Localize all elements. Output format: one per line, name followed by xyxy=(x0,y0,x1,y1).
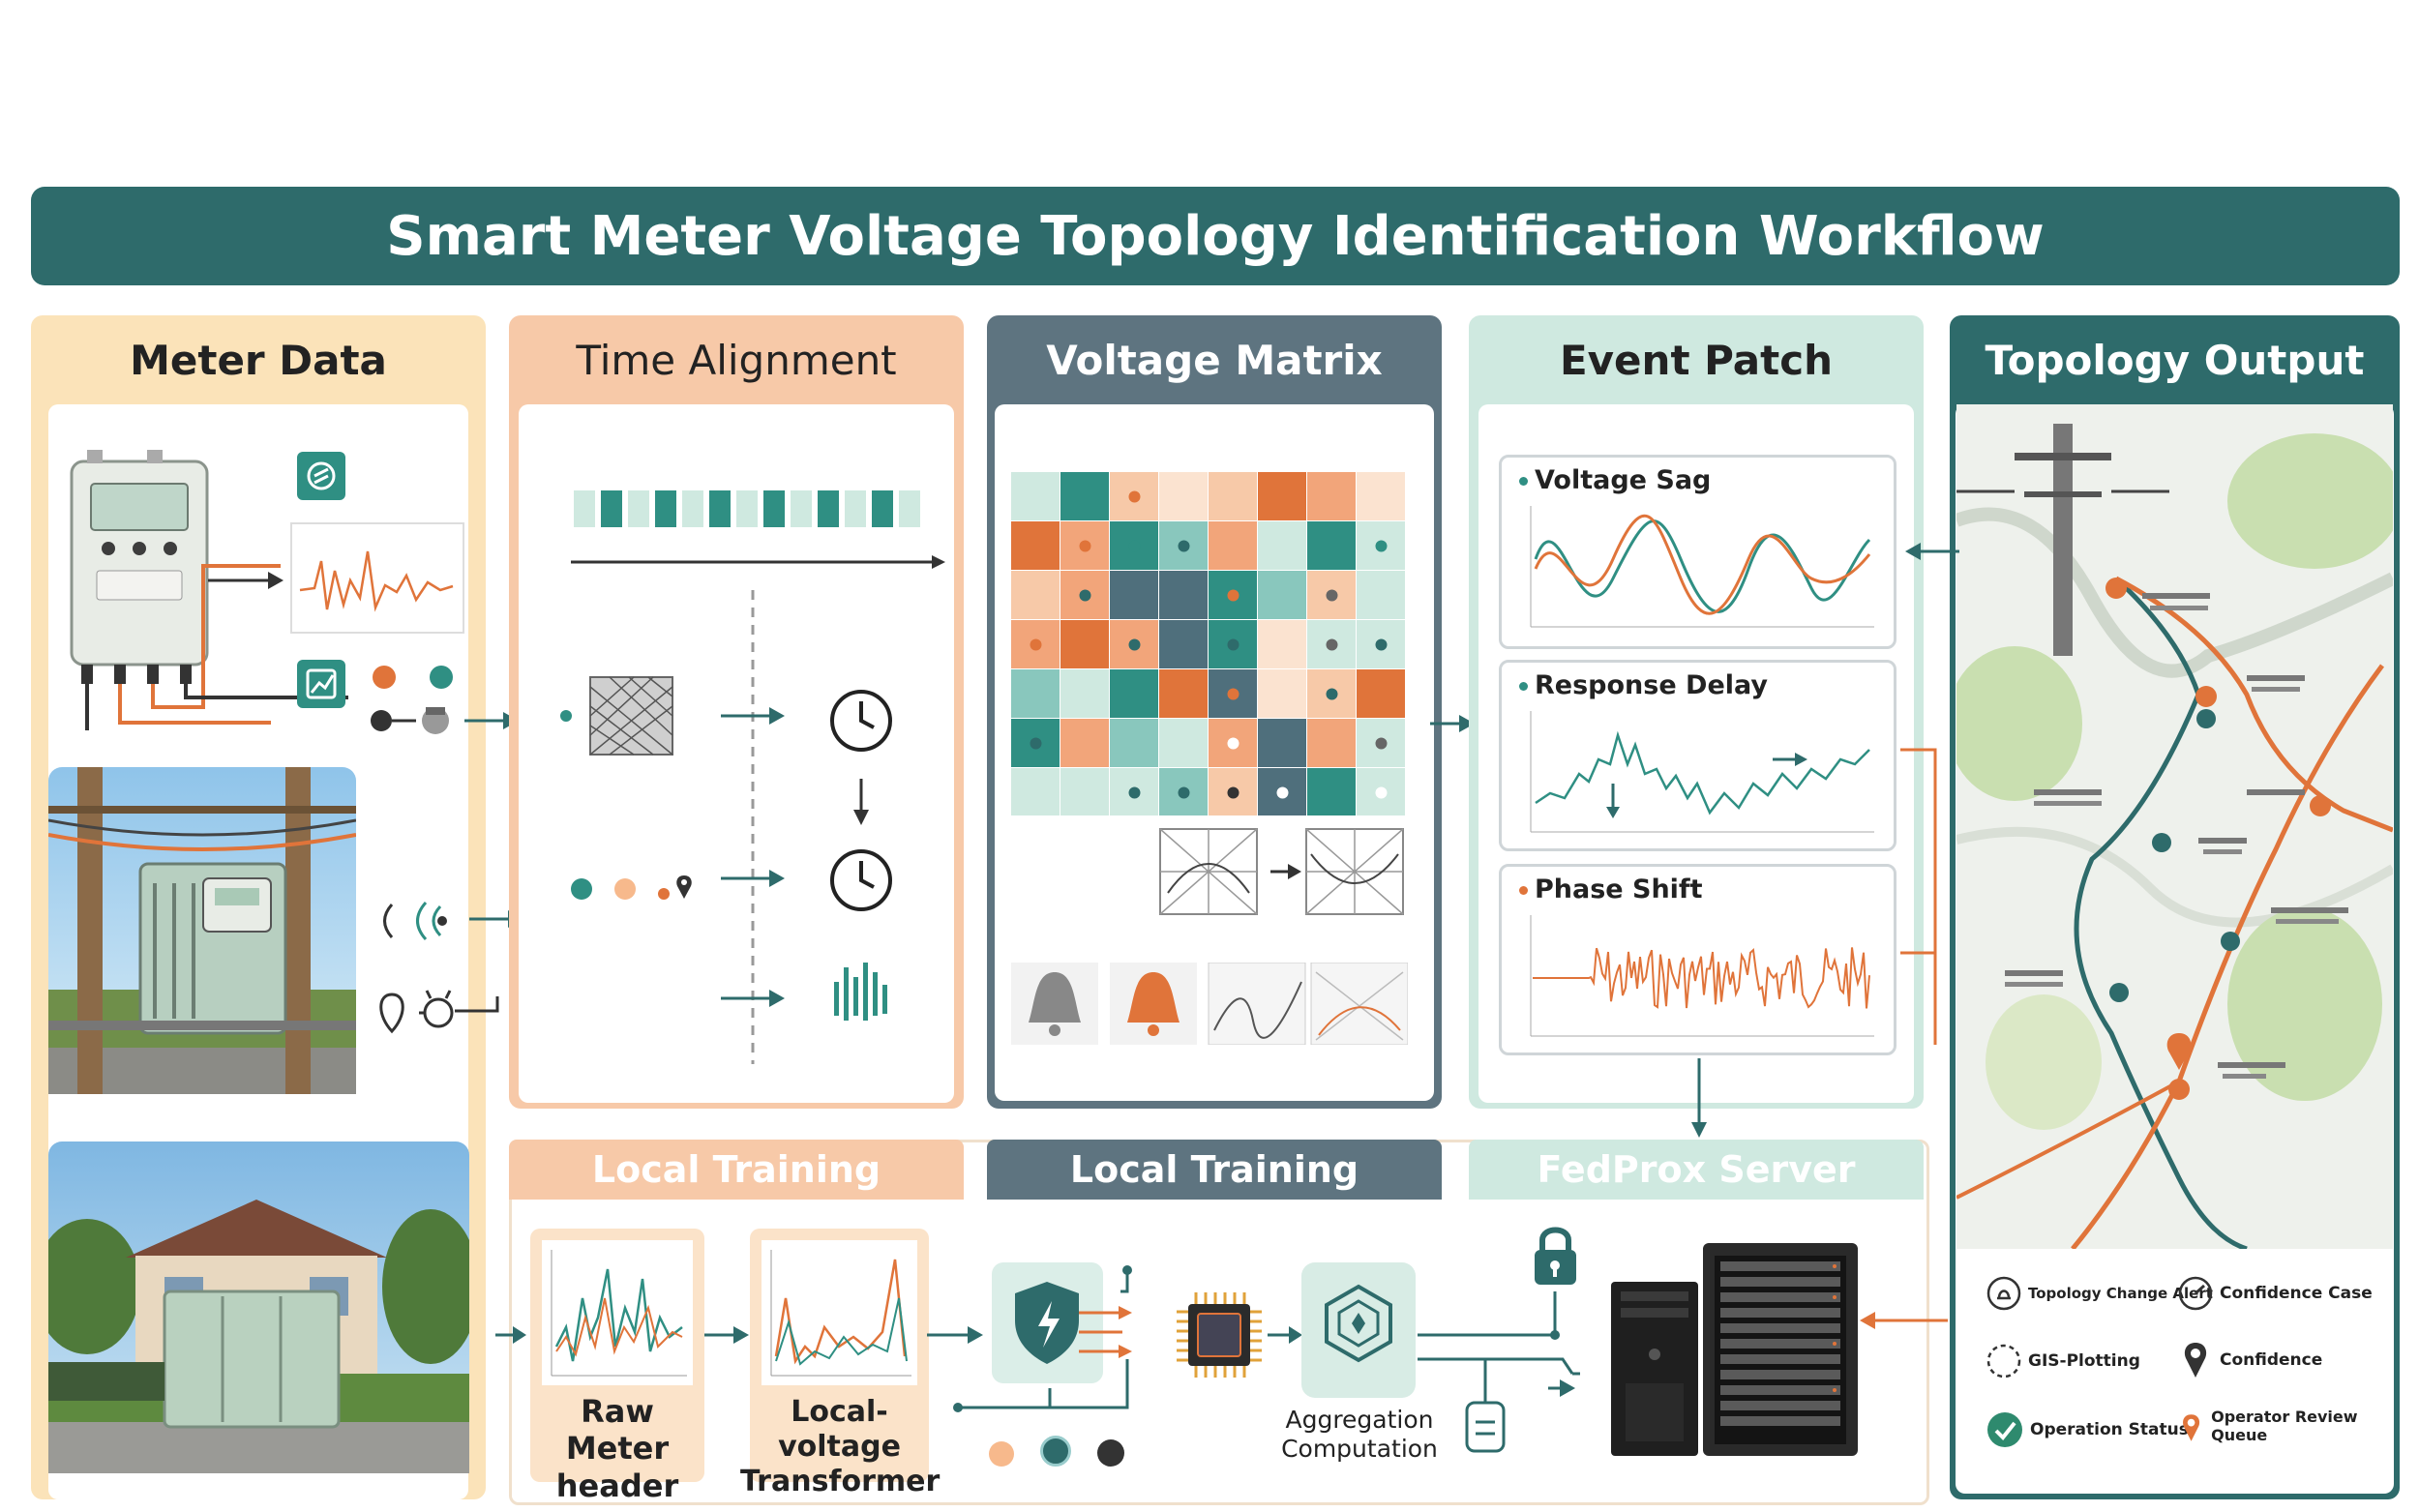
connector-line xyxy=(455,996,499,1013)
arrow-down xyxy=(853,779,869,825)
noise-patch xyxy=(560,676,673,756)
map-pin-icon xyxy=(2184,1343,2207,1378)
legend-gis-plotting: GIS-Plotting xyxy=(1986,1343,2140,1379)
arrow xyxy=(495,1326,526,1344)
chip-icon xyxy=(1177,1292,1262,1378)
map-pin-icon xyxy=(676,875,692,899)
panel-event-patch-title: Event Patch xyxy=(1559,336,1834,384)
map-pin-icon xyxy=(2183,1414,2200,1441)
house-photo xyxy=(48,1141,469,1473)
arrow xyxy=(704,1326,749,1344)
arrow xyxy=(208,572,284,589)
arrow xyxy=(1905,543,1959,560)
fedprox-server-header: FedProx Server xyxy=(1469,1140,1924,1200)
wireless-icon xyxy=(383,902,447,940)
event-title: Voltage Sag xyxy=(1535,465,1712,495)
arrow-down xyxy=(1691,1058,1707,1138)
clock-icon xyxy=(830,690,892,752)
plot-thumbs xyxy=(1159,828,1404,915)
dashed-divider xyxy=(751,590,755,1064)
status-dots-3 xyxy=(989,1436,1125,1470)
legend-topology-change-alert: Topology Change Alert xyxy=(1986,1275,2213,1312)
local-training-header-1: Local Training xyxy=(509,1140,964,1200)
aggregation-caption: Aggregation Computation xyxy=(1281,1406,1438,1463)
timeline xyxy=(571,490,945,569)
transformer-photo xyxy=(48,767,356,1094)
legend-operator-review-queue: Operator Review Queue xyxy=(2177,1408,2371,1448)
connector-line xyxy=(1900,748,1937,1045)
arrow xyxy=(927,1326,983,1344)
event-title: Phase Shift xyxy=(1535,875,1703,904)
lock-icon xyxy=(1535,1227,1576,1285)
server-icon xyxy=(1611,1243,1858,1456)
panel-meter-data-title: Meter Data xyxy=(130,336,387,384)
event-card-response-delay: Response Delay xyxy=(1499,660,1896,851)
heatmap-grid xyxy=(1011,472,1405,815)
gauge-icon xyxy=(2178,1276,2213,1311)
bell-icon xyxy=(1011,963,1408,1045)
arrow xyxy=(721,990,785,1007)
sensor-icon xyxy=(371,707,449,734)
page-title: Smart Meter Voltage Topology Identificat… xyxy=(31,187,2400,285)
clock-icon xyxy=(830,849,892,911)
local-voltage-plot xyxy=(762,1240,917,1385)
waveform-thumb xyxy=(290,522,464,634)
panel-time-alignment-title: Time Alignment xyxy=(576,336,897,384)
shield-icon xyxy=(992,1262,1103,1383)
chart-icon xyxy=(297,660,345,708)
check-icon xyxy=(1987,1412,2022,1447)
legend-confidence-case: Confidence Case xyxy=(2177,1275,2373,1312)
legend-confidence: Confidence xyxy=(2177,1340,2322,1380)
meter-icon xyxy=(70,450,348,730)
connector-lines xyxy=(953,1265,1132,1412)
arrow xyxy=(721,707,785,725)
gis-icon xyxy=(1986,1344,2021,1379)
alert-icon xyxy=(1986,1276,2021,1311)
probe-icon xyxy=(379,990,454,1034)
db-icon xyxy=(1465,1383,1506,1453)
arrow xyxy=(1860,1312,1948,1329)
event-title: Response Delay xyxy=(1535,670,1769,700)
signal-icon xyxy=(297,452,345,500)
aggregation-icon xyxy=(1301,1262,1416,1398)
raw-meter-plot xyxy=(542,1240,693,1385)
arrow xyxy=(1548,1379,1575,1397)
local-training-header-2: Local Training xyxy=(987,1140,1442,1200)
bars-icon xyxy=(834,963,887,1021)
arrow xyxy=(1430,715,1475,732)
status-dots xyxy=(373,666,454,693)
topology-map xyxy=(1956,404,2393,1249)
event-card-voltage-sag: Voltage Sag xyxy=(1499,455,1896,649)
panel-voltage-matrix-title: Voltage Matrix xyxy=(1046,336,1383,384)
local-voltage-caption: Local-voltage Transformer xyxy=(740,1395,941,1498)
legend-operation-status: Operation Status xyxy=(1986,1410,2189,1449)
arrow xyxy=(1268,1326,1302,1344)
panel-topology-output-title: Topology Output xyxy=(1985,336,2365,384)
raw-meter-caption: Raw Meter header xyxy=(555,1393,679,1504)
arrow xyxy=(721,870,785,887)
event-card-phase-shift: Phase Shift xyxy=(1499,864,1896,1055)
status-dots-2 xyxy=(571,878,687,904)
